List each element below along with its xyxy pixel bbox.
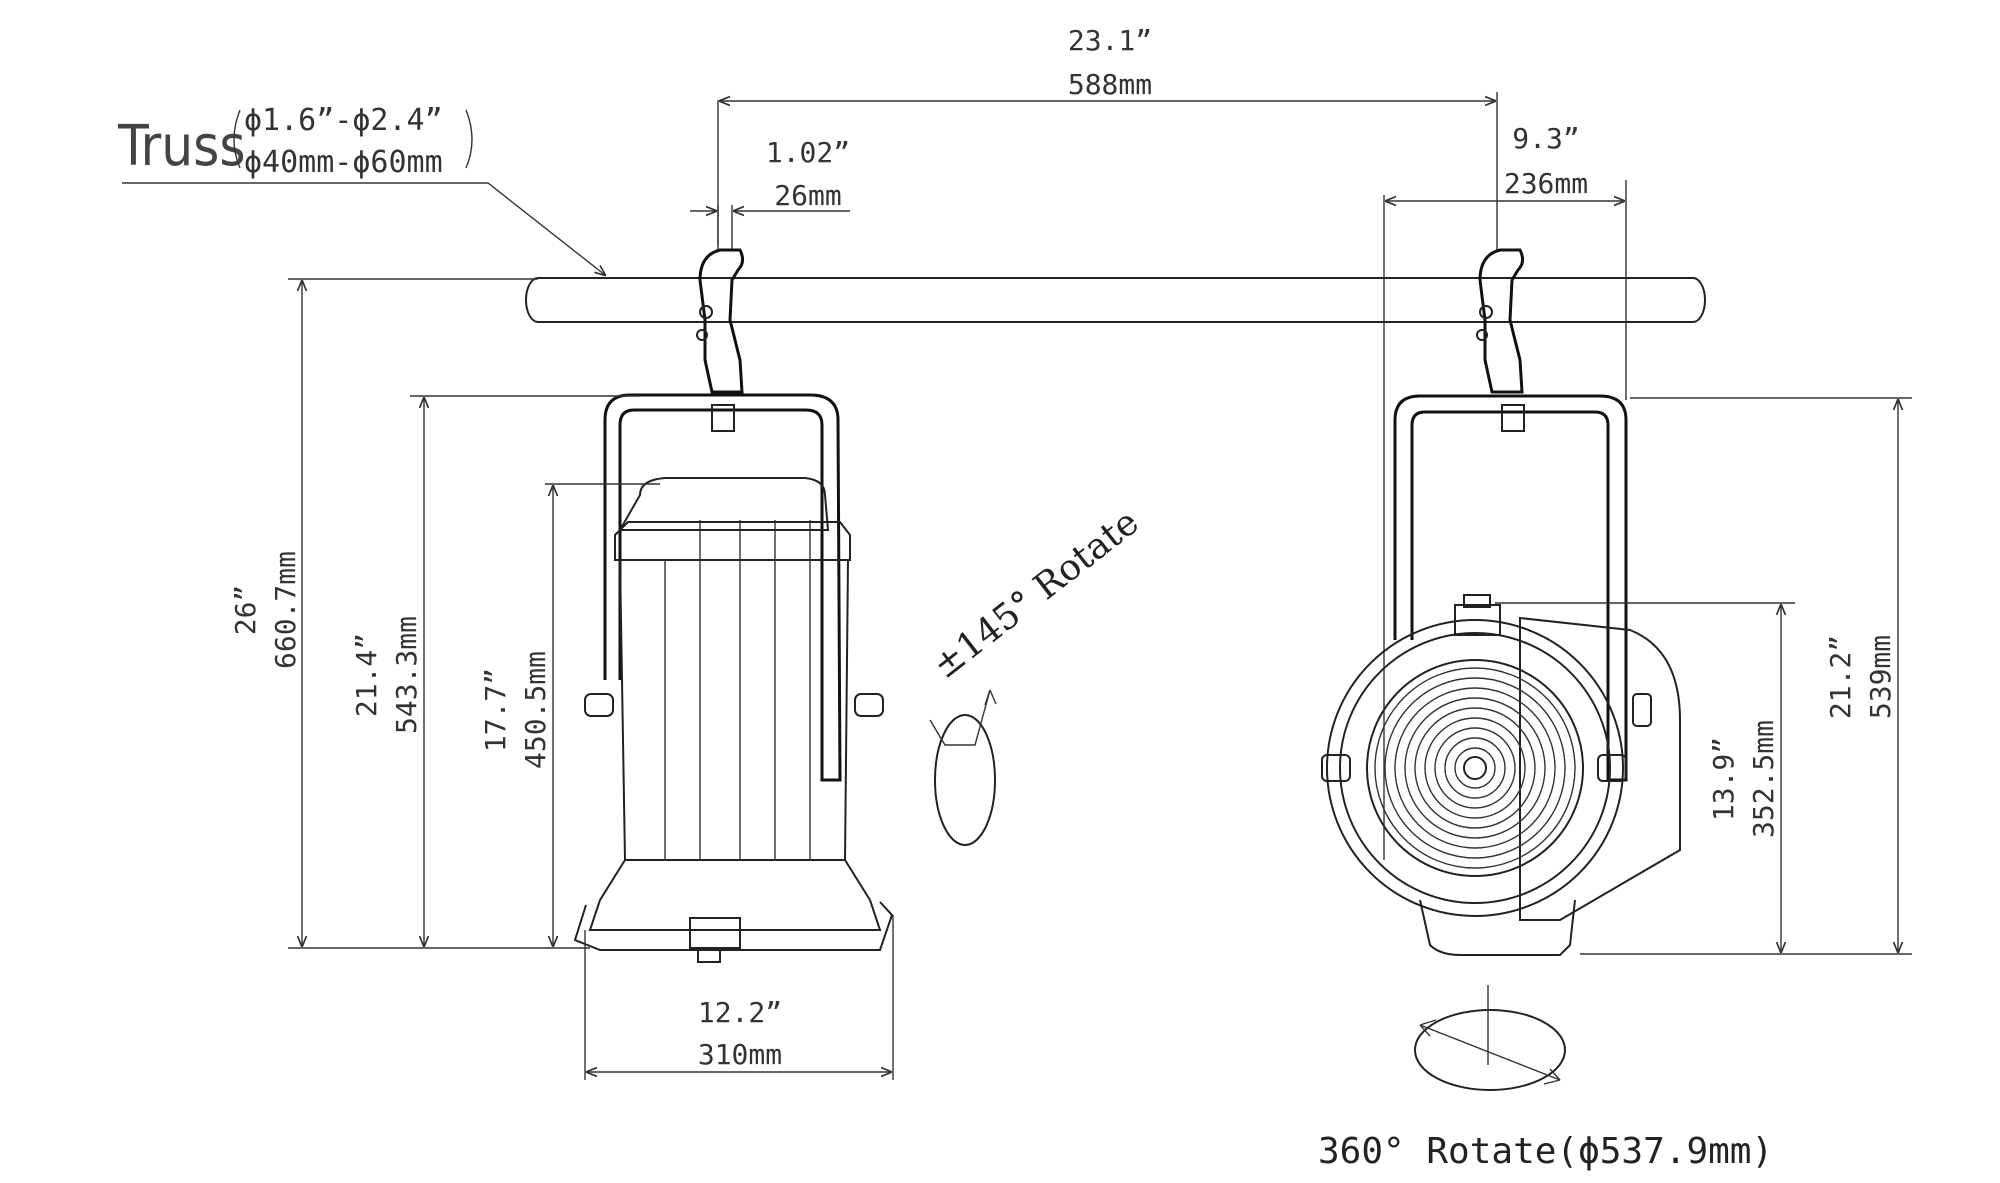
total-height-mm: 660.7mm: [269, 551, 302, 669]
yoke-height-in: 21.4”: [350, 633, 383, 717]
body-height-in: 17.7”: [479, 668, 512, 752]
tilt-rotation-label: ±145° Rotate: [925, 502, 1146, 687]
lens-height-mm: 352.5mm: [1747, 720, 1780, 838]
pan-rotation-annotation: 360° Rotate(ϕ537.9mm): [1318, 985, 1773, 1172]
dim-side-depth: 9.3” 236mm: [1383, 122, 1627, 860]
truss-label: Truss: [117, 114, 246, 179]
clamp-width-mm: 26mm: [774, 179, 841, 212]
dim-body-height: 17.7” 450.5mm: [479, 483, 660, 946]
dim-base-width: 12.2” 310mm: [584, 915, 894, 1080]
front-view-fixture: [573, 248, 894, 963]
dim-clamp-width: 1.02” 26mm: [690, 136, 850, 250]
total-height-in: 26”: [229, 585, 262, 636]
overall-width-mm: 588mm: [1068, 68, 1152, 101]
side-view-fixture: [1321, 248, 1681, 956]
fresnel-lens: [1374, 667, 1576, 869]
side-yoke-height-in: 21.2”: [1824, 635, 1857, 719]
tilt-rotation-annotation: ±145° Rotate: [925, 502, 1147, 846]
dim-total-height: 26” 660.7mm: [229, 278, 590, 949]
side-depth-in: 9.3”: [1512, 122, 1579, 155]
dim-yoke-height: 21.4” 543.3mm: [350, 395, 640, 946]
side-yoke-height-mm: 539mm: [1864, 635, 1897, 719]
overall-width-in: 23.1”: [1068, 24, 1152, 57]
body-height-mm: 450.5mm: [519, 651, 552, 769]
dim-lens-height: 13.9” 352.5mm: [1495, 602, 1795, 952]
truss-range-mm: ϕ40mm-ϕ60mm: [244, 145, 443, 180]
lens-height-in: 13.9”: [1707, 737, 1740, 821]
dim-side-yoke-height: 21.2” 539mm: [1580, 397, 1912, 955]
yoke-height-mm: 543.3mm: [390, 616, 423, 734]
base-width-in: 12.2”: [698, 996, 782, 1029]
pan-rotation-label: 360° Rotate(ϕ537.9mm): [1318, 1131, 1773, 1172]
dim-overall-width: 23.1” 588mm: [717, 24, 1498, 250]
truss-label-group: Truss ϕ1.6”-ϕ2.4” ϕ40mm-ϕ60mm: [117, 103, 605, 275]
side-depth-mm: 236mm: [1504, 167, 1588, 200]
base-width-mm: 310mm: [698, 1038, 782, 1071]
clamp-width-in: 1.02”: [766, 136, 850, 169]
truss-range-in: ϕ1.6”-ϕ2.4”: [244, 103, 443, 138]
